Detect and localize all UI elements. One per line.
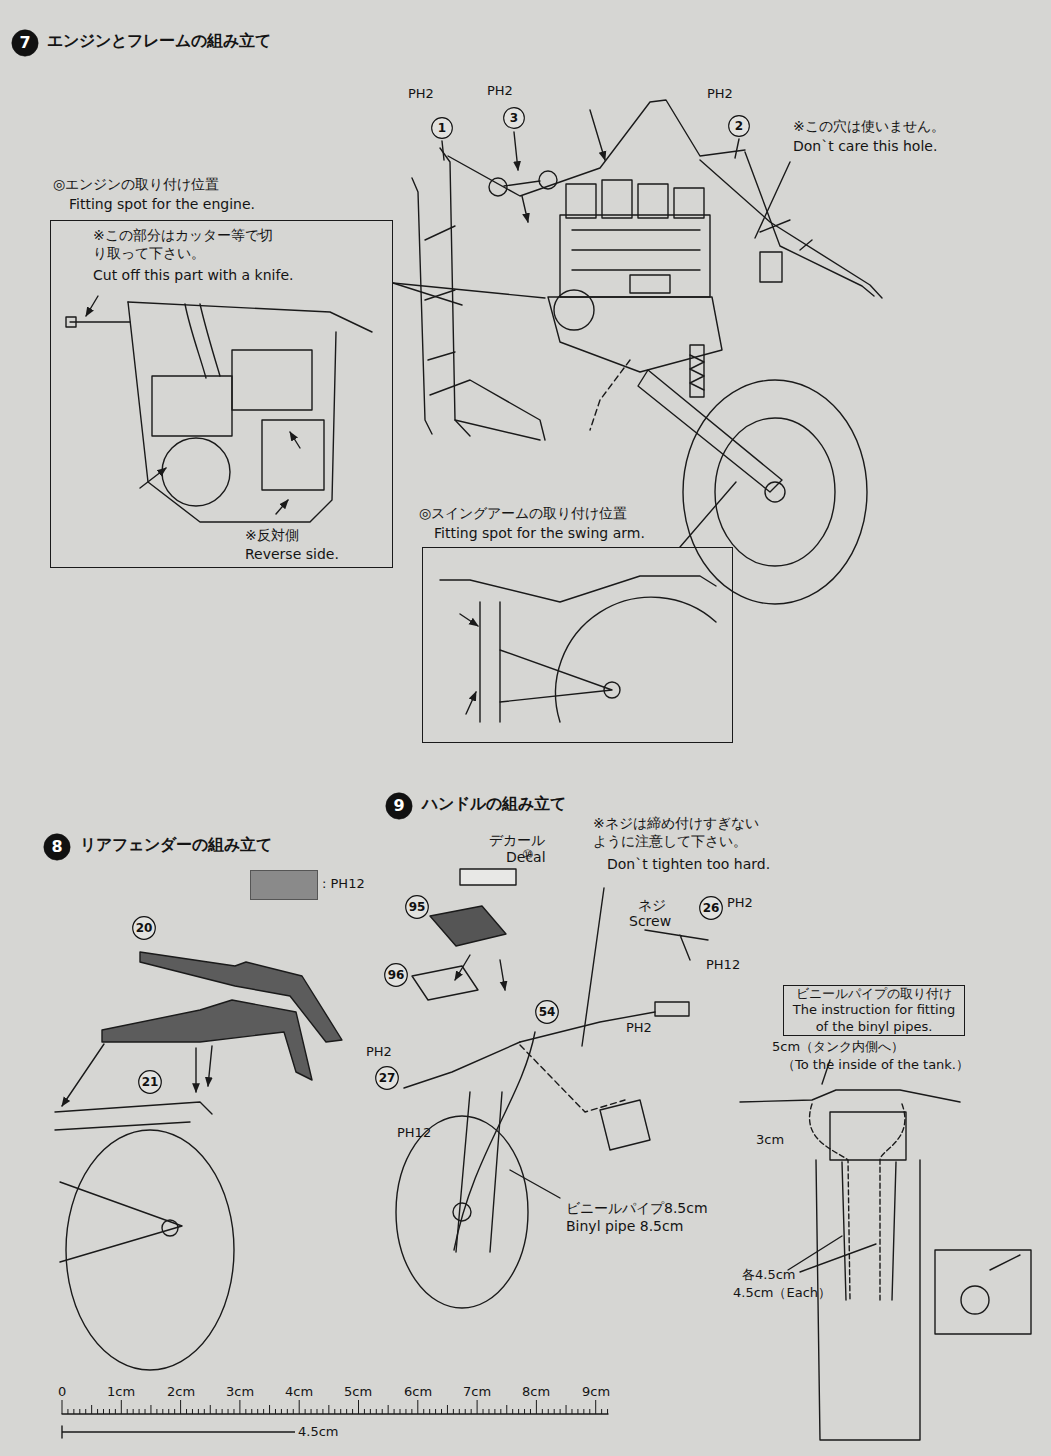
ruler-label: 9cm: [582, 1384, 610, 1400]
number-text: 2: [735, 120, 743, 132]
step-heading: ハンドルの組み立て: [422, 794, 566, 814]
note-label: 5cm（タンク内側へ）: [772, 1039, 904, 1055]
callout-number: 27: [375, 1066, 399, 1090]
number-holder: 26: [699, 896, 723, 920]
inset-heading: Fitting spot for the swing arm.: [434, 525, 645, 543]
number-holder: 27: [375, 1066, 399, 1090]
note-label: 4.5cm（Each）: [733, 1285, 831, 1301]
note-label: Screw: [629, 913, 671, 931]
number-text: 21: [142, 1076, 159, 1088]
number-text: 27: [379, 1072, 396, 1084]
number-holder: 95: [405, 895, 429, 919]
note-label: ネジ: [638, 897, 666, 915]
number-text: 26: [703, 902, 720, 914]
ruler-label: 4.5cm: [295, 1424, 342, 1440]
number-text: 20: [136, 922, 153, 934]
number-holder: 54: [535, 1000, 559, 1024]
paint-code: PH2: [487, 83, 513, 99]
number-holder: 21: [138, 1070, 162, 1094]
callout-number: 54: [535, 1000, 559, 1024]
number-holder: 96: [384, 963, 408, 987]
callout-number: 3: [503, 107, 525, 129]
ruler-label: 1cm: [107, 1384, 135, 1400]
ruler-label: 0: [58, 1384, 66, 1400]
ruler-label: 7cm: [463, 1384, 491, 1400]
number-text: 8: [51, 839, 62, 855]
paint-code: PH12: [706, 957, 740, 973]
number-text: 9: [393, 798, 404, 814]
number-text: 95: [409, 901, 426, 913]
inset-note: ※この部分はカッター等で切り取って下さい。: [93, 227, 283, 262]
note-label: Binyl pipe 8.5cm: [566, 1218, 683, 1236]
paint-code: PH12: [397, 1125, 431, 1141]
paint-code: PH2: [366, 1044, 392, 1060]
step-heading: エンジンとフレームの組み立て: [47, 31, 271, 51]
number-text: 1: [438, 122, 446, 134]
number-holder: 3: [503, 107, 525, 129]
number-holder: 8: [43, 833, 71, 861]
number-text: 3: [510, 112, 518, 124]
note-label: ビニールパイプ8.5cm: [566, 1200, 708, 1218]
inset-box: ◎エンジンの取り付け位置Fitting spot for the engine.…: [50, 220, 393, 568]
inset-box: ビニールパイプの取り付けThe instruction for fitting …: [783, 985, 965, 1036]
ruler-label: 3cm: [226, 1384, 254, 1400]
note-label: ※ネジは締め付けすぎないように注意して下さい。: [593, 815, 771, 850]
step-number: 8リアフェンダーの組み立て: [43, 833, 71, 861]
ruler-label: 8cm: [522, 1384, 550, 1400]
number-text: 96: [388, 969, 405, 981]
number-holder: 9: [385, 792, 413, 820]
callout-number: 21: [138, 1070, 162, 1094]
paint-code: PH2: [408, 86, 434, 102]
number-holder: 1: [431, 117, 453, 139]
callout-number: 2: [728, 115, 750, 137]
ruler-label: 5cm: [344, 1384, 372, 1400]
number-holder: 20: [132, 916, 156, 940]
number-text: 54: [539, 1006, 556, 1018]
note-label: 各4.5cm: [742, 1267, 796, 1283]
ruler-label: 4cm: [285, 1384, 313, 1400]
note-label: Don`t care this hole.: [793, 138, 937, 156]
ruler-label: 6cm: [404, 1384, 432, 1400]
step-heading: リアフェンダーの組み立て: [80, 835, 272, 855]
callout-number: 96: [384, 963, 408, 987]
legend-text: : PH12: [322, 876, 365, 892]
inset-box: ◎スイングアームの取り付け位置Fitting spot for the swin…: [422, 547, 733, 743]
step-number: 7エンジンとフレームの組み立て: [11, 29, 39, 57]
inset-note: Cut off this part with a knife.: [93, 267, 293, 285]
note-label: 3cm: [756, 1132, 784, 1148]
note-label: （To the inside of the tank.）: [782, 1057, 969, 1073]
note-label: ※この穴は使いません。: [793, 118, 945, 136]
paint-code: PH2: [707, 86, 733, 102]
color-swatch: [250, 870, 318, 900]
number-holder: 2: [728, 115, 750, 137]
paint-code: PH2: [626, 1020, 652, 1036]
ruler-label: 2cm: [167, 1384, 195, 1400]
inset-heading: ◎スイングアームの取り付け位置: [419, 505, 627, 523]
callout-number: 95: [405, 895, 429, 919]
inset-heading: Fitting spot for the engine.: [69, 196, 255, 214]
note-label: Don`t tighten too hard.: [607, 856, 770, 874]
paint-code: PH2: [727, 895, 753, 911]
inset-note: ※反対側: [245, 527, 299, 545]
box-note: The instruction for fitting of the binyl…: [790, 1002, 958, 1035]
callout-number: 1: [431, 117, 453, 139]
number-holder: 7: [11, 29, 39, 57]
note-label: デカール: [489, 832, 545, 850]
number-text: 7: [19, 35, 30, 51]
callout-number: 26: [699, 896, 723, 920]
note-label: ⑩: [522, 847, 534, 863]
callout-number: 20: [132, 916, 156, 940]
step-number: 9ハンドルの組み立て: [385, 792, 413, 820]
box-heading: ビニールパイプの取り付け: [796, 986, 952, 1002]
inset-heading: ◎エンジンの取り付け位置: [53, 176, 219, 194]
inset-note: Reverse side.: [245, 546, 339, 564]
